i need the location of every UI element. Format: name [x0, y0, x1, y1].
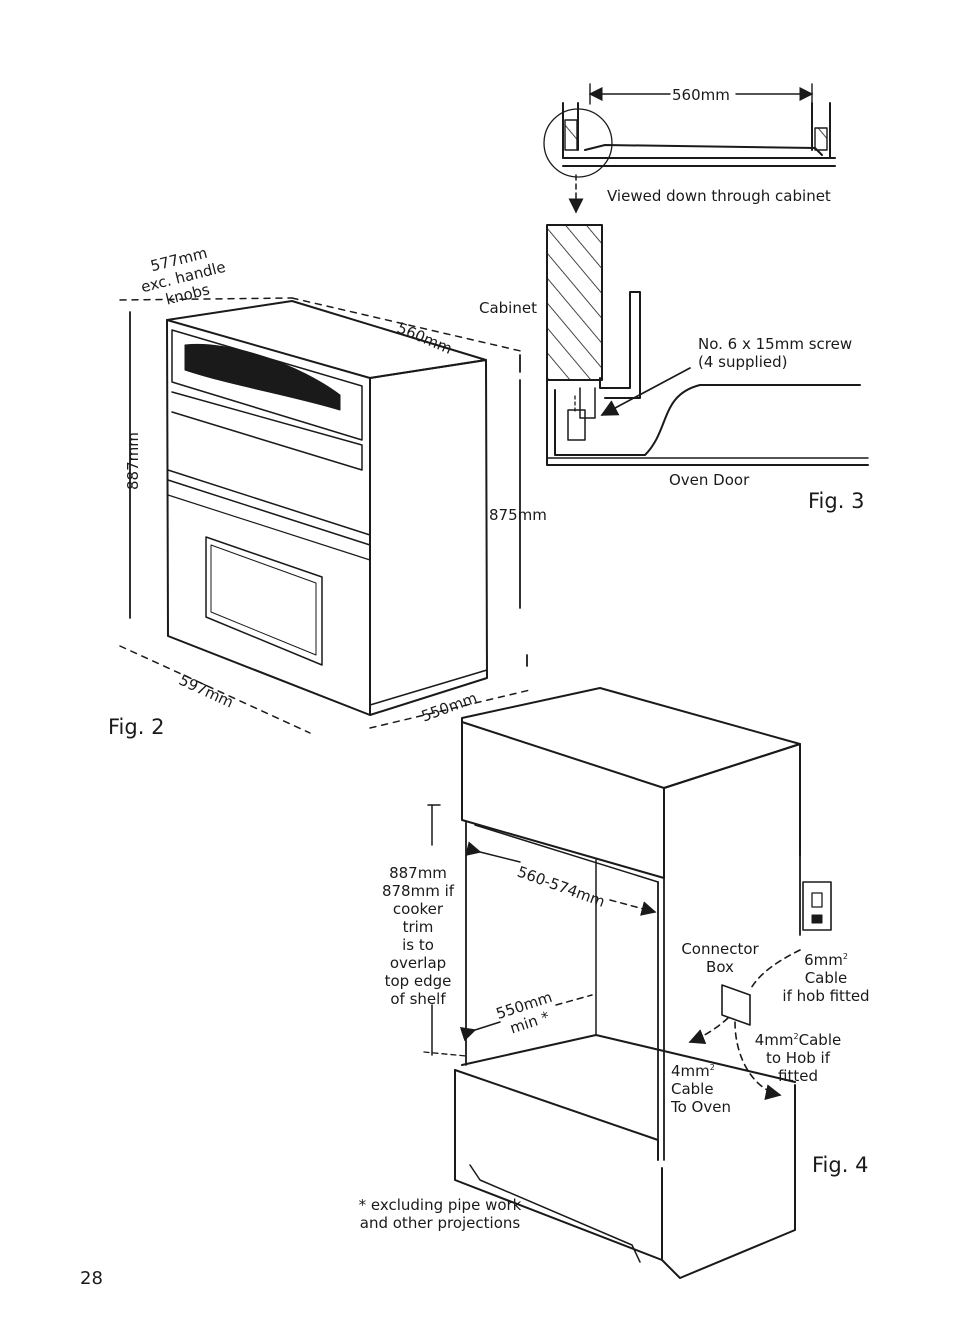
fig4-cable-oven-line3: To Oven — [671, 1098, 731, 1116]
fig4-cable6-line2: Cable — [804, 969, 848, 987]
fig4-connector-line2: Box — [706, 958, 734, 976]
fig4-cable4h-sup: 2 — [793, 1032, 799, 1041]
fig3-caption: Fig. 3 — [808, 489, 865, 513]
fig4-height-line6: overlap — [389, 954, 447, 972]
fig4-height-note: 887mm 878mm if cooker trim is to overlap… — [378, 864, 458, 1008]
fig3-screw-line1: No. 6 x 15mm screw — [698, 335, 853, 353]
fig3-screw-note: No. 6 x 15mm screw (4 supplied) — [698, 335, 852, 371]
fig3-door-label: Oven Door — [669, 471, 750, 489]
fig4-cable6-size: 6mm — [804, 951, 843, 969]
fig4-cable4h-word: Cable — [798, 1031, 842, 1049]
fig3-width-label: 560mm — [672, 86, 730, 104]
fig3-screw-line2: (4 supplied) — [698, 353, 788, 371]
fig4-cable-oven-size: 4mm — [671, 1062, 710, 1080]
fig4-connector-line1: Connector — [681, 940, 759, 958]
fig4-footnote-line1: * excluding pipe work — [358, 1196, 522, 1214]
fig4-cable4h-line3: fitted — [778, 1067, 818, 1085]
fig2-height-left-label: 887mm — [124, 432, 142, 490]
fig3-cabinet-label: Cabinet — [479, 299, 537, 317]
fig2-caption: Fig. 2 — [108, 715, 165, 739]
fig4-cable-oven-line1: 4mm2 — [671, 1059, 731, 1080]
fig4-cable-oven-sup: 2 — [709, 1063, 715, 1072]
fig4-cable-oven-line2: Cable — [671, 1080, 714, 1098]
fig4-cable4h-size: 4mm — [754, 1031, 794, 1049]
fig4-cable6-sup: 2 — [842, 952, 848, 961]
fig4-footnote: * excluding pipe work and other projecti… — [350, 1196, 530, 1232]
fig4-footnote-line2: and other projections — [359, 1214, 521, 1232]
fig4-height-line8: of shelf — [390, 990, 446, 1008]
fig3-view-note: Viewed down through cabinet — [607, 187, 831, 205]
fig4-height-line2: 878mm if — [381, 882, 455, 900]
fig4-cable4h-line1: 4mm2Cable — [752, 1028, 844, 1049]
fig4-caption: Fig. 4 — [812, 1153, 869, 1177]
fig4-cable-oven-label: 4mm2 Cable To Oven — [671, 1059, 731, 1116]
fig4-height-line5: is to — [402, 936, 434, 954]
fig4-cable6-line1: 6mm2 — [780, 948, 872, 969]
fig2-oven-drawing — [119, 297, 531, 734]
fig4-height-line1: 887mm — [389, 864, 447, 882]
fig4-cabinet-drawing — [423, 687, 832, 1279]
fig4-cable-hob-4mm-label: 4mm2Cable to Hob if fitted — [752, 1028, 844, 1085]
fig4-cable6-line3: if hob fitted — [782, 987, 870, 1005]
page-number: 28 — [80, 1268, 103, 1289]
fig4-connector-box-label: Connector Box — [680, 940, 760, 976]
fig4-cable-hob-6mm-label: 6mm2 Cable if hob fitted — [780, 948, 872, 1005]
fig4-height-line7: top edge — [384, 972, 452, 990]
fig4-height-line3: cooker — [392, 900, 444, 918]
fig4-height-line4: trim — [402, 918, 434, 936]
fig3-fixing-drawing — [543, 83, 869, 466]
fig2-height-right-label: 875mm — [489, 506, 547, 524]
fig4-cable4h-line2: to Hob if — [765, 1049, 831, 1067]
